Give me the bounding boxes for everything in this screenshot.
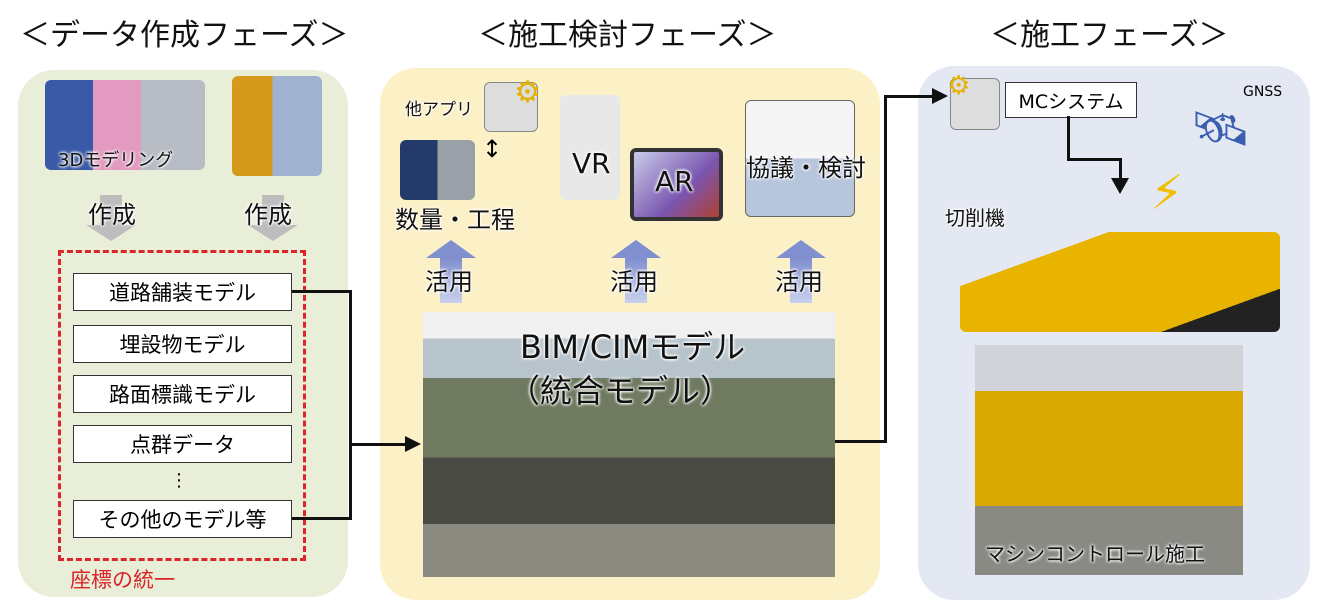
bim-cim-subtitle: （統合モデル） xyxy=(508,372,733,410)
model-box-others: その他のモデル等 xyxy=(73,500,292,538)
gnss-label: GNSS xyxy=(1243,84,1283,100)
model-box-road-marking: 路面標識モデル xyxy=(73,375,292,413)
meeting-illustration xyxy=(745,100,855,217)
connector xyxy=(292,290,352,293)
bidirectional-arrow-icon: ↕ xyxy=(482,135,503,163)
coordinate-unify-label: 座標の統一 xyxy=(70,568,175,592)
connector xyxy=(292,517,352,520)
connector xyxy=(884,95,934,98)
model-box-point-cloud: 点群データ xyxy=(73,425,292,463)
gray-arrow-down-icon xyxy=(86,195,136,241)
other-app-label: 他アプリ xyxy=(405,100,473,120)
meeting-label: 協議・検討 xyxy=(746,154,866,182)
app-gear-icon: ⚙ xyxy=(484,75,541,132)
connector xyxy=(1067,116,1070,161)
gray-arrow-down-icon xyxy=(248,195,298,241)
connector xyxy=(349,443,407,446)
use-label: 活用 xyxy=(425,268,473,296)
use-label: 活用 xyxy=(775,268,823,296)
satellite-icon: 🛰 xyxy=(1190,101,1251,157)
machine-control-photo xyxy=(975,345,1243,575)
model-box-road-pavement: 道路舗装モデル xyxy=(73,273,292,311)
modeling-label: 3Dモデリング xyxy=(58,150,174,171)
vr-person-illustration xyxy=(560,95,620,200)
milling-machine-illustration xyxy=(960,232,1280,332)
bim-cim-title: BIM/CIMモデル xyxy=(520,328,746,366)
connector xyxy=(1119,158,1122,180)
data-phase-title: ＜データ作成フェーズ＞ xyxy=(20,18,349,53)
connector xyxy=(835,440,887,443)
review-phase-title: ＜施工検討フェーズ＞ xyxy=(478,18,777,53)
arrow-down-icon xyxy=(1111,178,1129,194)
worker-laptop-illustration xyxy=(400,140,475,200)
construction-phase-title: ＜施工フェーズ＞ xyxy=(990,18,1229,53)
arrow-right-icon xyxy=(932,88,948,104)
model-box-buried: 埋設物モデル xyxy=(73,325,292,363)
use-label: 活用 xyxy=(610,268,658,296)
blue-arrow-up-icon xyxy=(426,240,476,303)
coordinate-unify-frame xyxy=(58,250,306,561)
quantity-schedule-label: 数量・工程 xyxy=(395,206,515,234)
arrow-right-icon xyxy=(405,436,421,452)
cutter-label: 切削機 xyxy=(945,206,1005,230)
lightning-icon: ⚡ xyxy=(1150,165,1184,221)
vr-label: VR xyxy=(572,147,611,180)
modeling-people-illustration xyxy=(45,80,205,170)
create-label: 作成 xyxy=(88,201,136,229)
machine-control-label: マシンコントロール施工 xyxy=(985,542,1205,566)
blue-arrow-up-icon xyxy=(776,240,826,303)
bim-cim-model-screenshot xyxy=(423,312,835,577)
blue-arrow-up-icon xyxy=(611,240,661,303)
ar-tablet-illustration xyxy=(630,148,723,221)
mc-system-box: MCシステム xyxy=(1005,82,1137,118)
ar-label: AR xyxy=(655,165,694,198)
create-label: 作成 xyxy=(244,201,292,229)
connector xyxy=(884,95,887,443)
connector xyxy=(1067,158,1122,161)
ellipsis: ⋮ xyxy=(170,470,188,491)
connector xyxy=(349,290,352,520)
mc-app-gear-icon: ⚙ xyxy=(947,71,1000,130)
surveyor-illustration xyxy=(232,76,322,176)
